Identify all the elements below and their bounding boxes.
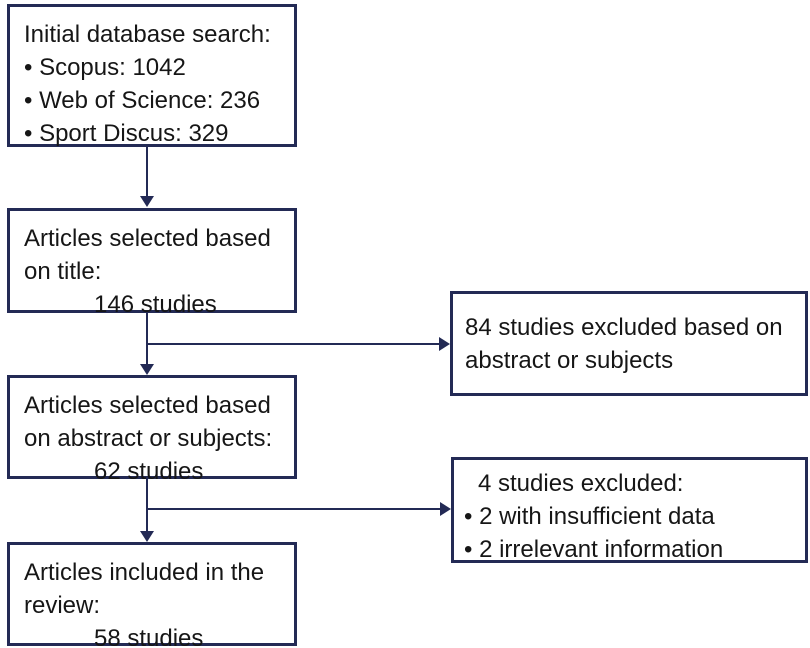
excluded-abstract-box: 84 studies excluded based on abstract or… (450, 291, 808, 396)
abstract-screening-box: Articles selected based on abstract or s… (7, 375, 297, 485)
excluded-abstract-line2: abstract or subjects (465, 347, 674, 374)
excluded-abstract-line1: 84 studies excluded based on (465, 314, 783, 341)
arrow-right-icon (440, 502, 451, 516)
connector-title-to-abstract (146, 313, 148, 365)
arrow-right-icon (439, 337, 450, 351)
title-screening-line1: Articles selected based (24, 225, 271, 252)
excluded-reasons-item-2: • 2 irrelevant information (464, 536, 724, 563)
title-screening-line2: on title: (24, 258, 102, 285)
excluded-reasons-box: 4 studies excluded: • 2 with insufficien… (451, 457, 808, 563)
initial-search-box: Initial database search: • Scopus: 1042 … (7, 4, 297, 147)
title-screening-count: 146 studies (94, 291, 217, 318)
arrow-down-icon (140, 531, 154, 542)
abstract-screening-line1: Articles selected based (24, 392, 271, 419)
included-review-box: Articles included in the review: 58 stud… (7, 542, 297, 648)
connector-branch-excluded-reasons (146, 508, 441, 510)
included-review-count: 58 studies (94, 625, 204, 648)
excluded-reasons-title: 4 studies excluded: (478, 470, 684, 497)
included-review-line2: review: (24, 592, 101, 619)
initial-search-title: Initial database search: (24, 21, 271, 48)
abstract-screening-line2: on abstract or subjects: (24, 425, 273, 452)
excluded-reasons-item-1: • 2 with insufficient data (464, 503, 715, 530)
arrow-down-icon (140, 364, 154, 375)
connector-branch-excluded-abstract (146, 343, 440, 345)
included-review-line1: Articles included in the (24, 559, 265, 586)
initial-search-item-wos: • Web of Science: 236 (24, 87, 261, 114)
arrow-down-icon (140, 196, 154, 207)
abstract-screening-count: 62 studies (94, 458, 204, 485)
connector-initial-to-title (146, 147, 148, 197)
initial-search-item-sportdiscus: • Sport Discus: 329 (24, 120, 229, 147)
initial-search-item-scopus: • Scopus: 1042 (24, 54, 186, 81)
title-screening-box: Articles selected based on title: 146 st… (7, 208, 297, 318)
connector-abstract-to-included (146, 479, 148, 532)
